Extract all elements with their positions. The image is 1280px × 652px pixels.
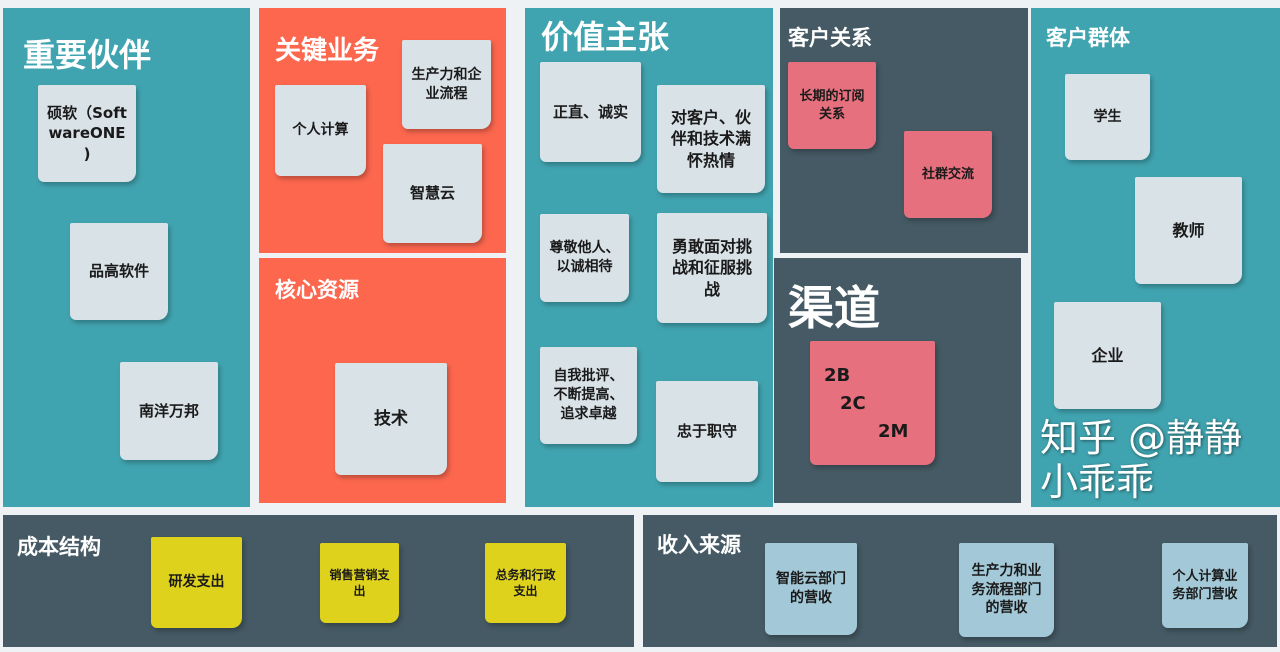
sticky-note: 技术 (335, 363, 447, 475)
sticky-note: 生产力和业 务流程部门 的营收 (959, 543, 1054, 637)
sticky-note: 勇敢面对挑 战和征服挑 战 (657, 213, 767, 323)
sticky-note: 硕软（Soft wareONE ) (38, 85, 136, 182)
watermark: 知乎 @静静小乖乖 (1040, 416, 1243, 504)
channel-label: 2C (840, 393, 866, 414)
section-title: 核心资源 (275, 278, 359, 302)
sticky-note: 教师 (1135, 177, 1242, 284)
sticky-note: 生产力和企 业流程 (402, 40, 491, 129)
sticky-note: 销售营销支 出 (320, 543, 399, 623)
sticky-note: 企业 (1054, 302, 1161, 409)
sticky-note: 总务和行政 支出 (485, 543, 566, 623)
section-title: 成本结构 (17, 535, 101, 559)
channel-label: 2M (878, 421, 909, 442)
section-title: 收入来源 (657, 533, 741, 557)
sticky-note-channels: 2B 2C 2M (810, 341, 935, 465)
section-cost-structure: 成本结构 (3, 515, 634, 647)
sticky-note: 忠于职守 (656, 381, 758, 482)
section-title: 客户群体 (1046, 26, 1130, 50)
sticky-note: 自我批评、 不断提高、 追求卓越 (540, 347, 637, 444)
section-title: 渠道 (788, 281, 880, 335)
sticky-note: 南洋万邦 (120, 362, 218, 460)
section-title: 价值主张 (541, 18, 670, 56)
sticky-note: 个人计算 (275, 85, 366, 176)
sticky-note: 品高软件 (70, 223, 168, 320)
sticky-note: 正直、诚实 (540, 62, 641, 162)
section-title: 重要伙伴 (23, 36, 152, 74)
sticky-note: 智能云部门 的营收 (765, 543, 857, 635)
section-title: 关键业务 (275, 36, 380, 66)
sticky-note: 尊敬他人、 以诚相待 (540, 214, 629, 302)
sticky-note: 学生 (1065, 74, 1150, 160)
sticky-note: 个人计算业 务部门营收 (1162, 543, 1248, 628)
sticky-note: 社群交流 (904, 131, 992, 218)
sticky-note: 长期的订阅 关系 (788, 62, 876, 149)
sticky-note: 智慧云 (383, 144, 482, 243)
sticky-note: 对客户、伙 伴和技术满 怀热情 (657, 85, 765, 193)
section-title: 客户关系 (788, 26, 872, 50)
channel-label: 2B (824, 365, 851, 386)
sticky-note: 研发支出 (151, 537, 242, 628)
